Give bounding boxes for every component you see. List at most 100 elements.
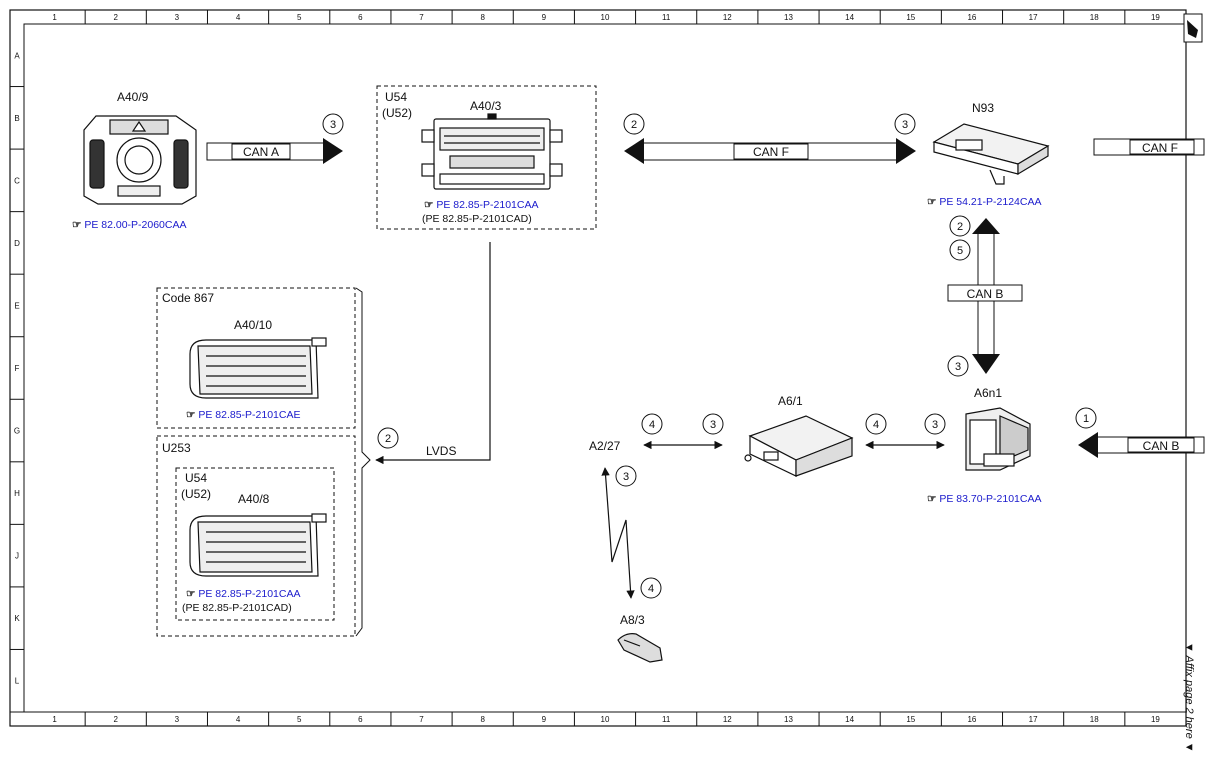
a40-3-label: A40/3 bbox=[470, 99, 502, 113]
a40-10-label: A40/10 bbox=[234, 318, 272, 332]
head-unit-icon bbox=[421, 113, 563, 190]
ruler-column-label: 11 bbox=[662, 13, 671, 22]
ruler-column-label: 3 bbox=[175, 715, 180, 724]
a6-1-label: A6/1 bbox=[778, 394, 803, 408]
ruler-column-label: 8 bbox=[480, 13, 485, 22]
ruler-column-label: 4 bbox=[236, 13, 241, 22]
ruler-column-label: 19 bbox=[1151, 715, 1160, 724]
display-a40-8-icon bbox=[189, 513, 327, 577]
ruler-row-label: F bbox=[15, 364, 20, 373]
ruler-column-label: 8 bbox=[480, 715, 485, 724]
marker-a61-right-2: 3 bbox=[932, 419, 938, 431]
ruler-column-label: 15 bbox=[906, 715, 915, 724]
ruler-column-label: 16 bbox=[967, 715, 976, 724]
ruler-column-label: 18 bbox=[1090, 13, 1099, 22]
can-f-bus-mid: CAN F bbox=[624, 138, 916, 164]
ruler-column-label: 10 bbox=[601, 13, 610, 22]
marker-lvds: 2 bbox=[385, 433, 391, 445]
marker-n93-down-a: 2 bbox=[957, 221, 963, 233]
page-frame bbox=[9, 9, 1187, 727]
marker-a227-right-1: 4 bbox=[649, 419, 655, 431]
marker-a227-right-2: 3 bbox=[710, 419, 716, 431]
u253-label: U253 bbox=[162, 441, 191, 455]
ruler-column-label: 11 bbox=[662, 715, 671, 724]
svg-text:☞ PE 82.85-P-2101CAE: ☞ PE 82.85-P-2101CAE bbox=[186, 409, 301, 421]
ruler-column-label: 9 bbox=[542, 13, 547, 22]
svg-text:☞ PE 82.85-P-2101CAA: ☞ PE 82.85-P-2101CAA bbox=[424, 199, 539, 211]
ruler-column-label: 15 bbox=[906, 13, 915, 22]
can-b-right-label: CAN B bbox=[1143, 439, 1180, 453]
ruler-column-label: 16 bbox=[967, 13, 976, 22]
n93-ref: PE 54.21-P-2124CAA bbox=[939, 196, 1041, 208]
marker-can-b-right: 1 bbox=[1083, 413, 1089, 425]
ruler-column-label: 12 bbox=[723, 715, 732, 724]
ruler-row-label: E bbox=[14, 301, 19, 310]
svg-text:☞ PE 82.85-P-2101CAA: ☞ PE 82.85-P-2101CAA bbox=[186, 588, 301, 600]
ruler-column-label: 9 bbox=[542, 715, 547, 724]
svg-text:☞ PE 83.70-P-2101CAA: ☞ PE 83.70-P-2101CAA bbox=[927, 493, 1042, 505]
marker-can-f-left: 2 bbox=[631, 119, 637, 131]
ruler-column-label: 12 bbox=[723, 13, 732, 22]
u54-top-ref: PE 82.85-P-2101CAA bbox=[436, 199, 538, 211]
u52-inner-label: (U52) bbox=[181, 487, 211, 501]
ruler-row-label: A bbox=[14, 51, 20, 60]
a6n1-label: A6n1 bbox=[974, 386, 1002, 400]
ruler-column-label: 13 bbox=[784, 13, 793, 22]
can-b-vert-label: CAN B bbox=[967, 287, 1004, 301]
ruler-column-label: 14 bbox=[845, 13, 854, 22]
u54-top-ref-alt: (PE 82.85-P-2101CAD) bbox=[422, 213, 532, 225]
marker-radio-up: 3 bbox=[623, 471, 629, 483]
marker-can-a: 3 bbox=[330, 119, 336, 131]
key-fob-icon bbox=[617, 633, 663, 663]
svg-text:☞ PE 82.00-P-2060CAA: ☞ PE 82.00-P-2060CAA bbox=[72, 219, 187, 231]
ruler-row-label: K bbox=[14, 614, 20, 623]
ruler-column-label: 3 bbox=[175, 13, 180, 22]
ruler-column-label: 17 bbox=[1029, 13, 1038, 22]
ruler-row-label: C bbox=[14, 176, 20, 185]
a8-3-label: A8/3 bbox=[620, 613, 645, 627]
can-a-label: CAN A bbox=[243, 145, 279, 159]
marker-a61-right-1: 4 bbox=[873, 419, 879, 431]
ruler-row-label: B bbox=[14, 114, 19, 123]
ruler-column-label: 19 bbox=[1151, 13, 1160, 22]
ruler-column-label: 7 bbox=[419, 13, 424, 22]
can-b-bus-vertical: CAN B bbox=[947, 218, 1023, 374]
can-a-bus: CAN A bbox=[206, 138, 343, 164]
display-a40-10-icon bbox=[189, 337, 327, 399]
ruler-column-label: 7 bbox=[419, 715, 424, 724]
can-f-right-label: CAN F bbox=[1142, 141, 1178, 155]
u54-inner-box bbox=[175, 467, 335, 621]
ruler-row-label: L bbox=[15, 677, 20, 686]
svg-text:☞ PE 54.21-P-2124CAA: ☞ PE 54.21-P-2124CAA bbox=[927, 196, 1042, 208]
ruler-column-label: 5 bbox=[297, 13, 302, 22]
u54-inner-label: U54 bbox=[185, 471, 207, 485]
u54-inner-ref: PE 82.85-P-2101CAA bbox=[198, 588, 300, 600]
ruler-row-label: J bbox=[15, 552, 19, 561]
ref-hand-icon: ☞ bbox=[72, 219, 84, 231]
code-867-ref: PE 82.85-P-2101CAE bbox=[198, 409, 300, 421]
u54-inner-ref-alt: (PE 82.85-P-2101CAD) bbox=[182, 602, 292, 614]
ruler-column-label: 1 bbox=[52, 13, 57, 22]
ruler-column-label: 14 bbox=[845, 715, 854, 724]
group-bracket bbox=[355, 287, 371, 637]
u54-top-box bbox=[376, 85, 597, 230]
drawing-border bbox=[23, 23, 1187, 713]
ruler-column-label: 4 bbox=[236, 715, 241, 724]
a40-9-label: A40/9 bbox=[117, 90, 149, 104]
ruler-row-label: G bbox=[14, 427, 20, 436]
ruler-column-label: 18 bbox=[1090, 715, 1099, 724]
ruler-column-label: 2 bbox=[114, 13, 119, 22]
ruler-column-label: 5 bbox=[297, 715, 302, 724]
n93-label: N93 bbox=[972, 101, 994, 115]
marker-can-b-down: 3 bbox=[955, 361, 961, 373]
a40-8-label: A40/8 bbox=[238, 492, 270, 506]
ruler-column-label: 6 bbox=[358, 13, 363, 22]
receiver-module-icon bbox=[744, 415, 854, 477]
ruler-column-label: 13 bbox=[784, 715, 793, 724]
can-f-bus-right: CAN F bbox=[1093, 138, 1205, 156]
a40-9-ref: PE 82.00-P-2060CAA bbox=[84, 219, 186, 231]
marker-can-f-right: 3 bbox=[902, 119, 908, 131]
